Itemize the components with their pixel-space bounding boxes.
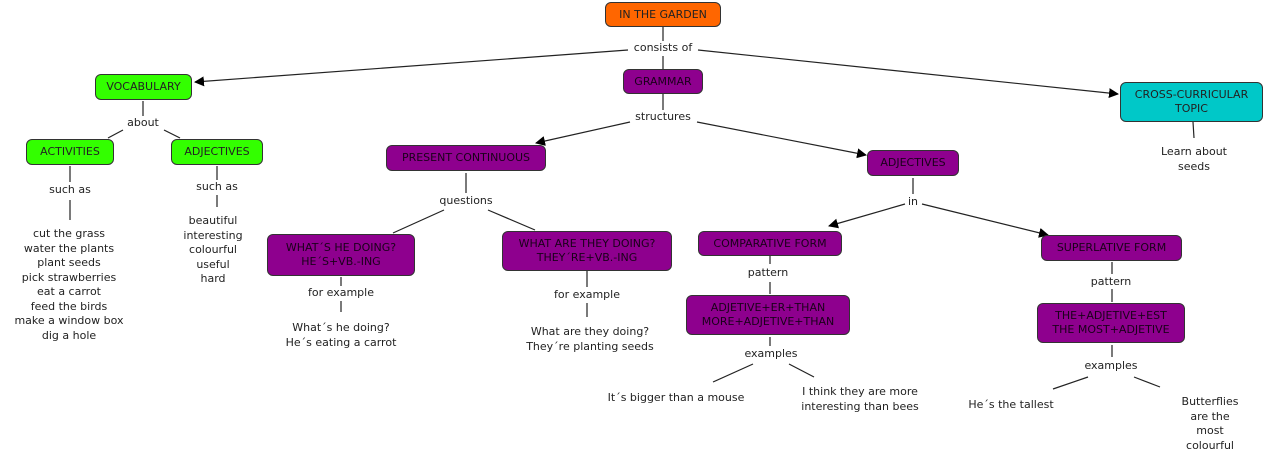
link-pattern-comparative: pattern bbox=[745, 266, 791, 280]
link-about: about bbox=[125, 116, 161, 130]
they-example: What are they doing? They´re planting se… bbox=[526, 325, 654, 353]
edge-examples-sup1 bbox=[1052, 376, 1089, 390]
link-examples-comparative: examples bbox=[742, 347, 800, 361]
node-comparative-form[interactable]: COMPARATIVE FORM bbox=[698, 231, 842, 256]
superlative-example-1: He´s the tallest bbox=[968, 398, 1054, 411]
connector-lines bbox=[69, 27, 1195, 390]
link-pattern-superlative: pattern bbox=[1088, 275, 1134, 289]
edge-consists-vocabulary bbox=[194, 49, 629, 87]
activities-list: cut the grass water the plants plant see… bbox=[14, 227, 124, 342]
learn-about-seeds: Learn about seeds bbox=[1161, 145, 1227, 173]
edge-structures-adjectives bbox=[696, 121, 867, 159]
edge-consists-cross bbox=[697, 49, 1119, 99]
node-grammar[interactable]: GRAMMAR bbox=[623, 69, 703, 94]
node-activities[interactable]: ACTIVITIES bbox=[26, 139, 114, 165]
node-superlative-pattern[interactable]: THE+ADJETIVE+EST THE MOST+ADJETIVE bbox=[1037, 303, 1185, 343]
edge-examples-sup2 bbox=[1133, 376, 1161, 388]
edge-examples-comp1 bbox=[712, 363, 754, 383]
adjectives-list: beautiful interesting colourful useful h… bbox=[183, 214, 243, 285]
edge-about-adjectives bbox=[163, 129, 181, 139]
node-what-are-they-doing[interactable]: WHAT ARE THEY DOING? THEY´RE+VB.-ING bbox=[502, 231, 672, 271]
link-consists-of: consists of bbox=[631, 41, 695, 55]
link-for-example-he: for example bbox=[306, 286, 376, 300]
node-superlative-form[interactable]: SUPERLATIVE FORM bbox=[1041, 235, 1182, 261]
comparative-example-1: It´s bigger than a mouse bbox=[607, 391, 745, 404]
edge-questions-he bbox=[392, 209, 445, 234]
superlative-example-2: Butterflies are the most colourful bbox=[1181, 395, 1239, 452]
link-such-as-activities: such as bbox=[47, 183, 93, 197]
edge-about-activities bbox=[107, 129, 124, 139]
node-cross-curricular-topic[interactable]: CROSS-CURRICULAR TOPIC bbox=[1120, 82, 1263, 122]
node-grammar-adjectives[interactable]: ADJECTIVES bbox=[867, 150, 959, 176]
edge-in-superlative bbox=[921, 203, 1049, 238]
node-comparative-pattern[interactable]: ADJETIVE+ER+THAN MORE+ADJETIVE+THAN bbox=[686, 295, 850, 335]
he-example: What´s he doing? He´s eating a carrot bbox=[285, 321, 397, 349]
edge-examples-comp2 bbox=[788, 363, 815, 378]
link-in: in bbox=[905, 195, 921, 209]
link-for-example-they: for example bbox=[552, 288, 622, 302]
node-vocabulary[interactable]: VOCABULARY bbox=[95, 74, 192, 100]
node-whats-he-doing[interactable]: WHAT´S HE DOING? HE´S+VB.-ING bbox=[267, 234, 415, 276]
comparative-example-2: I think they are more interesting than b… bbox=[801, 385, 919, 413]
edge-cross-seeds bbox=[1192, 121, 1195, 139]
edge-in-comparative bbox=[828, 203, 906, 229]
link-structures: structures bbox=[633, 110, 693, 124]
node-present-continuous[interactable]: PRESENT CONTINUOUS bbox=[386, 145, 546, 171]
link-examples-superlative: examples bbox=[1082, 359, 1140, 373]
node-vocab-adjectives[interactable]: ADJECTIVES bbox=[171, 139, 263, 165]
edge-structures-present bbox=[535, 121, 631, 146]
edge-questions-they bbox=[487, 209, 536, 231]
link-questions: questions bbox=[437, 194, 495, 208]
node-in-the-garden[interactable]: IN THE GARDEN bbox=[605, 2, 721, 27]
link-such-as-adjectives: such as bbox=[194, 180, 240, 194]
